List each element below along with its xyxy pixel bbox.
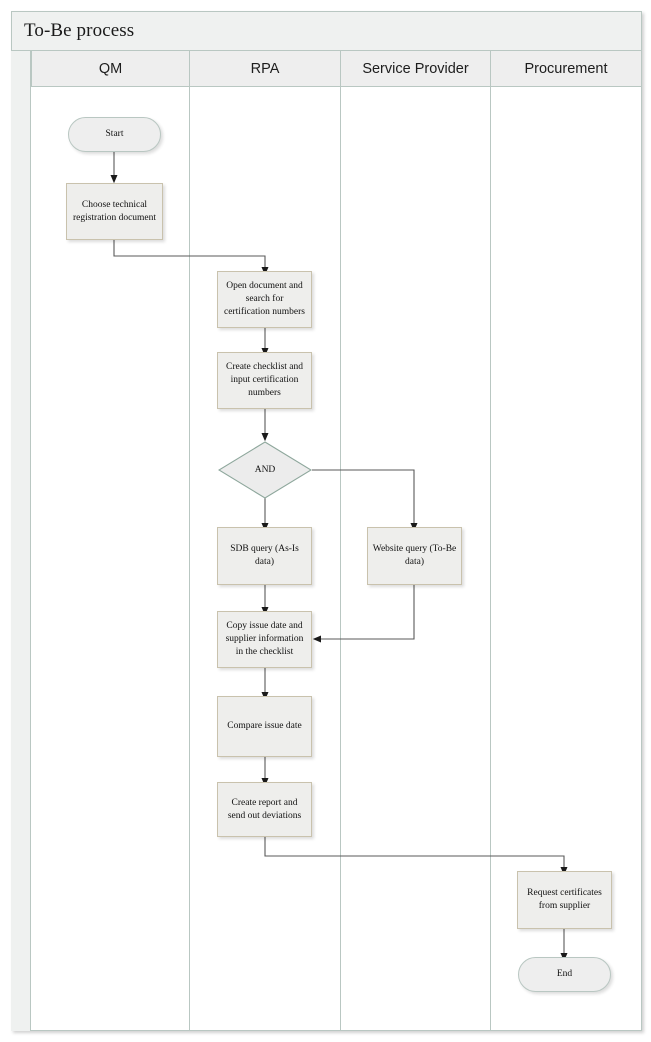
node-and-gateway[interactable]: AND [218,441,312,499]
node-open-document-search-certification-numbers[interactable]: Open document and search for certificati… [217,271,312,328]
lane-separator-qm-rpa [189,87,190,1031]
node-compare-issue-date[interactable]: Compare issue date [217,696,312,757]
pool-label-column [11,51,31,1031]
node-choose-technical-registration-document[interactable]: Choose technical registration document [66,183,163,240]
lane-separator-service-procure [490,87,491,1031]
diamond-shape [218,441,312,499]
lane-header-service: Service Provider [340,51,490,87]
lane-header-procurement: Procurement [490,51,641,87]
pool-title-bar: To-Be process [11,11,642,51]
node-create-report-send-out-deviations[interactable]: Create report and send out deviations [217,782,312,837]
node-end[interactable]: End [518,957,611,992]
node-sdb-query[interactable]: SDB query (As-Is data) [217,527,312,585]
node-start[interactable]: Start [68,117,161,152]
lane-header-qm: QM [31,51,189,87]
node-create-checklist-input-certification-numbers[interactable]: Create checklist and input certification… [217,352,312,409]
page-title: To-Be process [24,20,135,41]
lane-separator-rpa-service [340,87,341,1031]
node-request-certificates-from-supplier[interactable]: Request certificates from supplier [517,871,612,929]
node-copy-issue-date-supplier-information[interactable]: Copy issue date and supplier information… [217,611,312,668]
lane-header-rpa: RPA [189,51,340,87]
node-website-query[interactable]: Website query (To-Be data) [367,527,462,585]
